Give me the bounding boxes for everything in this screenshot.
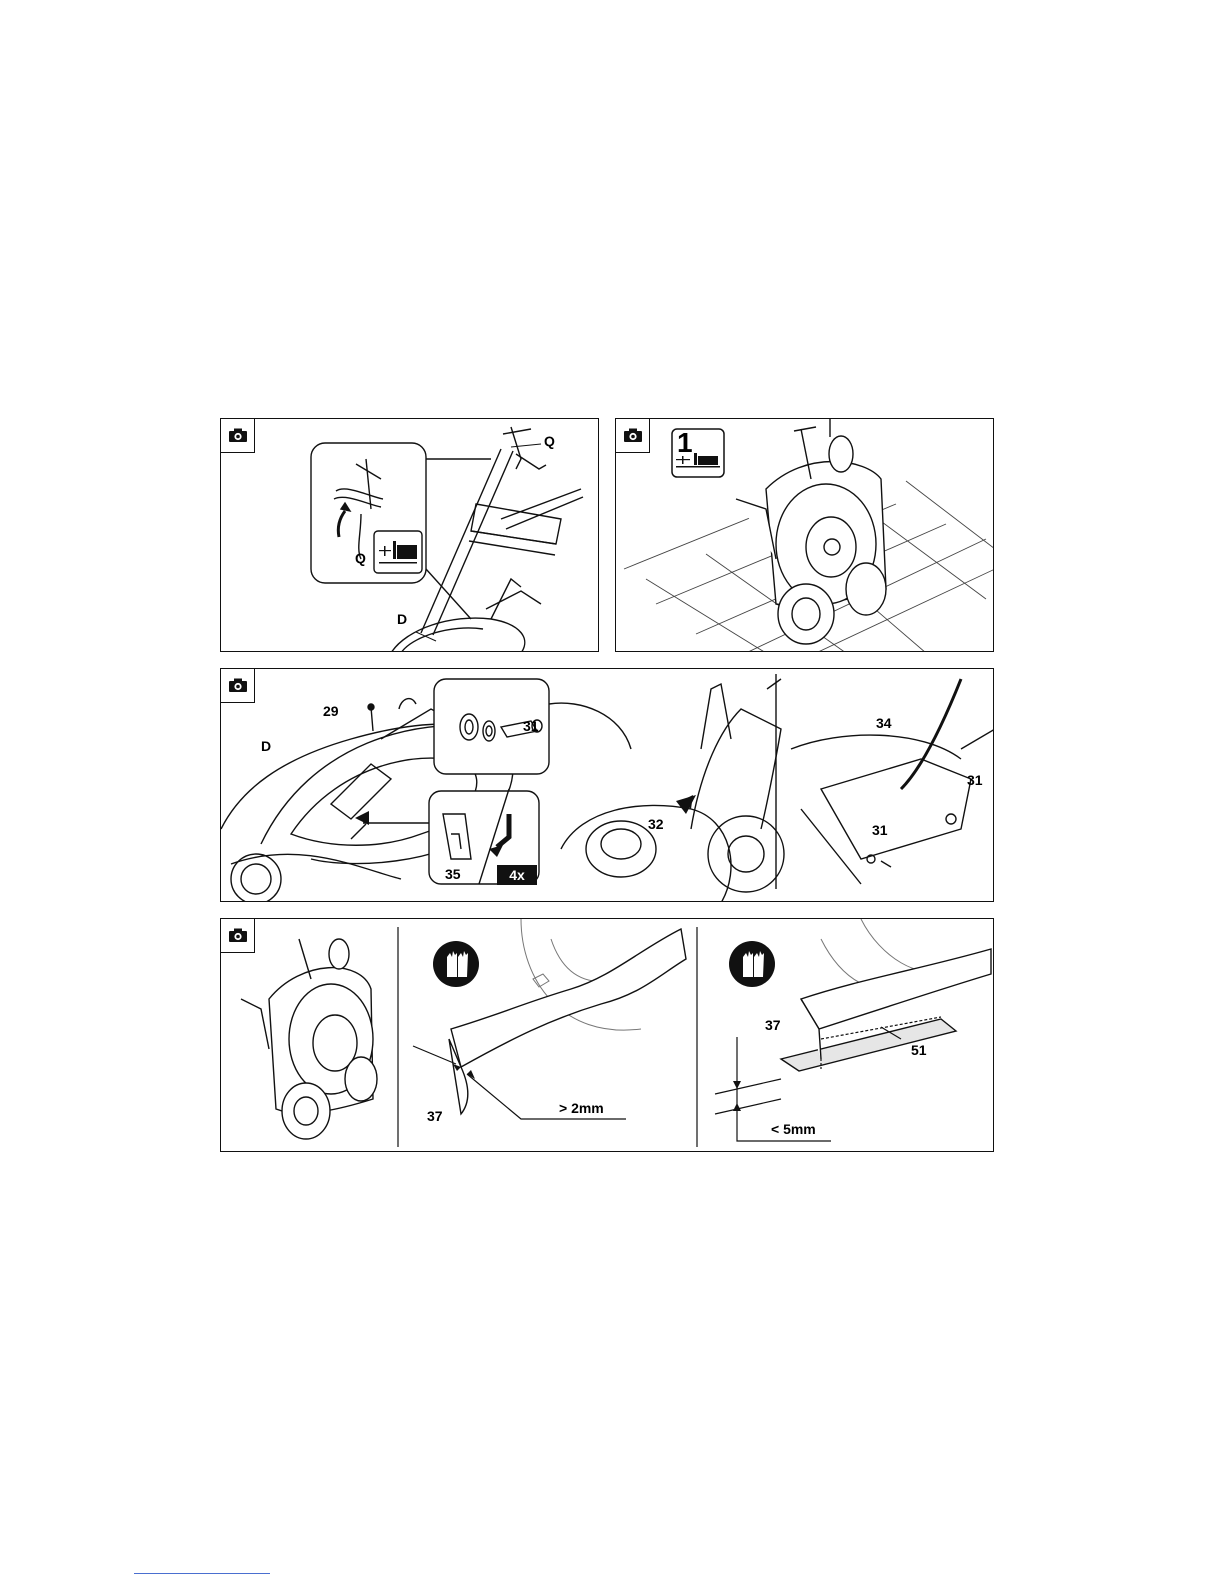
mower-handle-drawing <box>221 419 599 652</box>
badge-4x: 4x <box>497 865 537 885</box>
gloves-icon <box>433 941 479 987</box>
label-gt-2mm: > 2mm <box>559 1101 604 1115</box>
label-d: D <box>261 739 271 753</box>
label-lt-5mm: < 5mm <box>771 1122 816 1136</box>
label-d: D <box>397 612 407 626</box>
blade-check-drawing <box>221 919 994 1152</box>
label-34: 34 <box>876 716 892 730</box>
label-31-right-a: 31 <box>967 773 983 787</box>
label-q-top: Q <box>544 434 555 448</box>
panel-cover-removal: 29 D 31 35 4x 32 34 31 31 <box>220 668 994 902</box>
label-29: 29 <box>323 704 339 718</box>
label-37-middle: 37 <box>427 1109 443 1123</box>
panel-handle-lever: Q Q D <box>220 418 599 652</box>
label-32: 32 <box>648 817 664 831</box>
label-31-inset: 31 <box>523 719 539 733</box>
gloves-icon <box>729 941 775 987</box>
label-q-inset: Q <box>355 551 366 565</box>
mower-upright-drawing <box>616 419 994 652</box>
step-number: 1 <box>677 429 693 457</box>
panel-blade-check: 37 > 2mm 37 51 < 5mm <box>220 918 994 1152</box>
label-31-right-b: 31 <box>872 823 888 837</box>
label-51: 51 <box>911 1043 927 1057</box>
label-37-right: 37 <box>765 1018 781 1032</box>
footer-link-underline[interactable] <box>134 1573 270 1574</box>
panel-height-setting: 1 <box>615 418 994 652</box>
label-35: 35 <box>445 867 461 881</box>
